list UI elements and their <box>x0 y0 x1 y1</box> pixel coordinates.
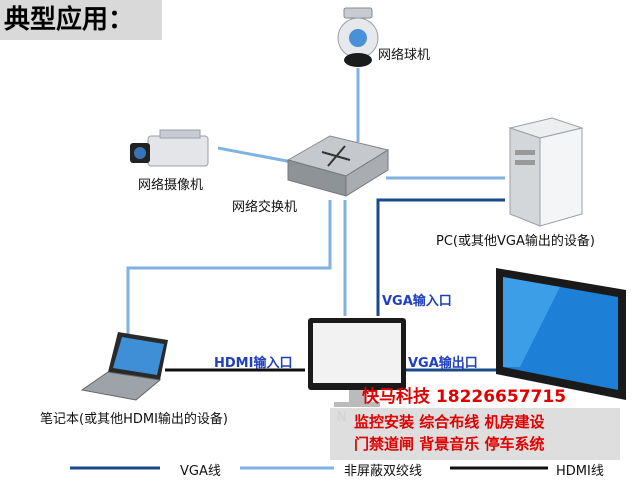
monitor-icon <box>308 318 406 407</box>
box-camera-icon <box>130 129 209 167</box>
vga-in-label: VGA输入口 <box>382 294 452 309</box>
hdmi-in-label: HDMI输入口 <box>214 356 293 371</box>
switch-label: 网络交换机 <box>232 200 298 215</box>
box-camera-label: 网络摄像机 <box>138 178 204 193</box>
vga-links <box>376 198 505 372</box>
vga-pc-monitor <box>376 198 505 316</box>
dome-camera-icon <box>337 7 379 67</box>
dome-camera-label: 网络球机 <box>378 48 431 63</box>
legend-hdmi-label: HDMI线 <box>556 464 604 479</box>
laptop-label: 笔记本(或其他HDMI输出的设备) <box>40 412 228 427</box>
page-title: 典型应用： <box>0 0 162 40</box>
promo-background <box>330 408 620 460</box>
laptop-icon <box>80 332 168 401</box>
utp-links <box>126 68 505 335</box>
legend-utp-label: 非屏蔽双绞线 <box>344 464 423 479</box>
utp-switch-laptop <box>126 200 332 335</box>
large-display-icon <box>496 268 626 400</box>
vga-out-label: VGA输出口 <box>408 356 478 371</box>
switch-icon <box>286 135 390 197</box>
promo-line-3: 门禁道闸 背景音乐 停车系统 <box>354 435 545 453</box>
pc-tower-icon <box>508 117 584 227</box>
promo-line-2: 监控安装 综合布线 机房建设 <box>354 413 545 431</box>
promo-line-1: 快马科技 18226657715 <box>362 387 567 407</box>
legend-vga-label: VGA线 <box>180 464 221 479</box>
pc-label: PC(或其他VGA输出的设备) <box>436 234 595 249</box>
utp-camera-switch <box>217 146 293 164</box>
